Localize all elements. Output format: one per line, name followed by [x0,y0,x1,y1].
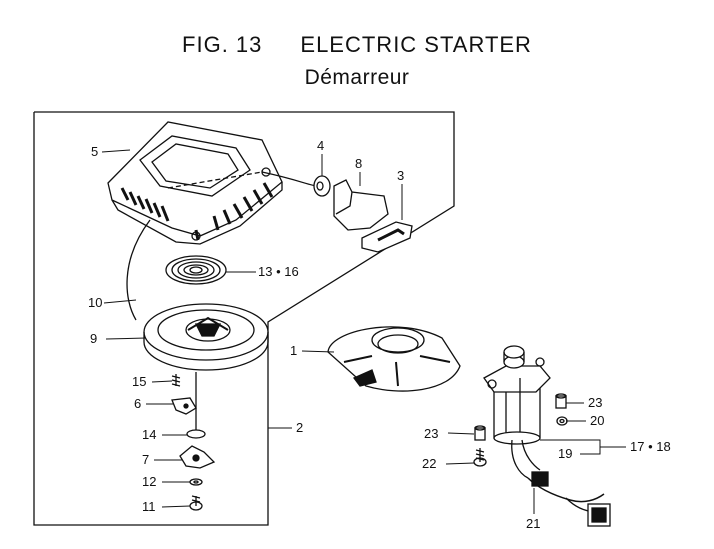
recoil-spring [165,255,227,285]
callout-6: 6 [134,396,141,411]
callout-2: 2 [296,420,303,435]
callout-15: 15 [132,374,146,389]
callout-21: 21 [526,516,540,531]
nut-20 [556,416,568,426]
callout-17-18: 17 • 18 [630,439,671,454]
callout-22: 22 [422,456,436,471]
bolt-22 [473,448,487,467]
figure-title: FIG. 13 ELECTRIC STARTER [0,32,714,58]
bolt-11 [189,495,203,511]
figure-number: FIG. 13 [182,32,263,57]
ratchet-7 [179,445,216,469]
callout-1: 1 [290,343,297,358]
washer-14 [186,372,206,439]
starter-motor [483,345,611,527]
recoil-housing [107,121,283,245]
callout-19: 19 [558,446,572,461]
callout-12: 12 [142,474,156,489]
grip-cover [361,221,413,253]
callout-13-16: 13 • 16 [258,264,299,279]
collar-23a [555,393,567,409]
callout-4: 4 [317,138,324,153]
callout-14: 14 [142,427,156,442]
callout-5: 5 [91,144,98,159]
assembly-outline [33,111,455,526]
collar-23b [474,425,486,441]
callout-11: 11 [142,499,156,514]
bolt-15 [171,374,181,387]
callout-23-left: 23 [424,426,438,441]
callout-9: 9 [90,331,97,346]
callout-20: 20 [590,413,604,428]
callout-8: 8 [355,156,362,171]
callout-3: 3 [397,168,404,183]
callout-23-right: 23 [588,395,602,410]
figure-name: ELECTRIC STARTER [300,32,532,57]
starter-reel [143,303,269,371]
washer-12 [189,478,203,486]
pawl-6 [171,397,197,415]
callout-10: 10 [88,295,102,310]
rope-guide [313,175,331,197]
cover-plate [327,326,461,392]
callout-7: 7 [142,452,149,467]
starter-grip [333,179,389,231]
figure-subtitle: Démarreur [304,66,410,89]
